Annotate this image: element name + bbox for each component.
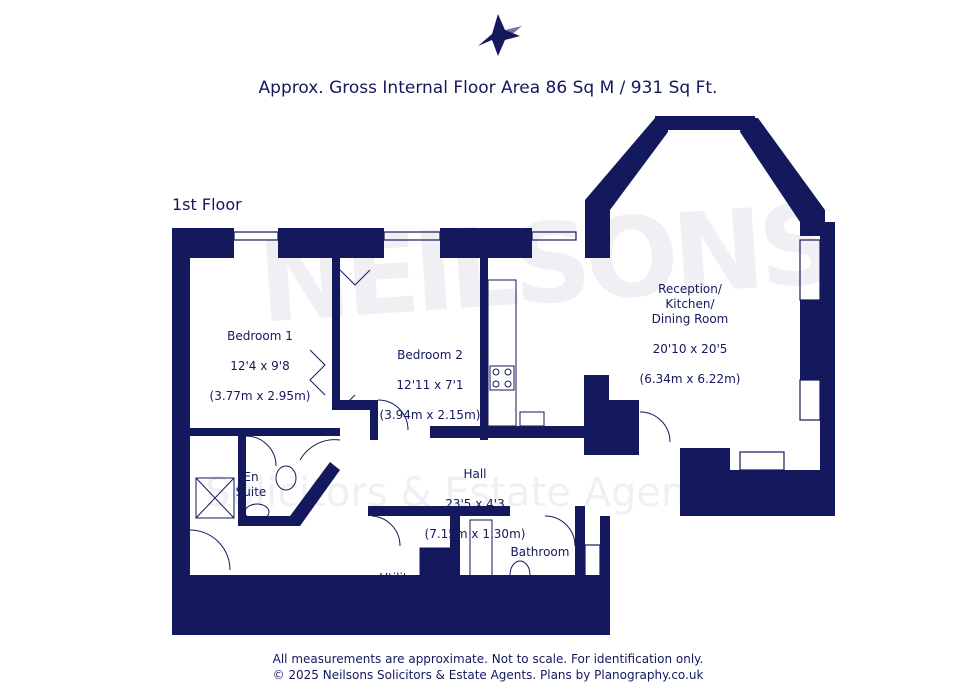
floor-label: 1st Floor [172,195,242,214]
fixtures [189,269,671,617]
room-bedroom2: Bedroom 2 12'11 x 7'1 (3.94m x 2.15m) [375,333,485,438]
room-ensuite: En Suite [235,470,267,499]
room-name: Hall [463,467,487,481]
compass-icon [478,14,522,56]
room-imperial: 12'11 x 7'1 [396,378,464,392]
room-metric: (3.94m x 2.15m) [379,408,481,422]
room-metric: (6.34m x 6.22m) [639,372,741,386]
room-name: Bedroom 1 [227,329,293,343]
room-bathroom: Bathroom [510,545,570,559]
room-imperial: 12'4 x 9'8 [230,359,290,373]
room-name: Bedroom 2 [397,348,463,362]
walls [172,116,835,635]
room-hall: Hall 23'5 x 4'3 (7.15m x 1.30m) [420,452,530,557]
room-reception: Reception/ Kitchen/ Dining Room 20'10 x … [635,267,745,402]
windows [233,119,821,586]
copyright: © 2025 Neilsons Solicitors & Estate Agen… [272,668,704,682]
footer: All measurements are approximate. Not to… [0,651,976,683]
room-bedroom1: Bedroom 1 12'4 x 9'8 (3.77m x 2.95m) [205,314,315,419]
room-imperial: 20'10 x 20'5 [652,342,728,356]
room-metric: (3.77m x 2.95m) [209,389,311,403]
room-metric: (7.15m x 1.30m) [424,527,526,541]
room-utility: Utility [379,571,415,585]
floor-area-title: Approx. Gross Internal Floor Area 86 Sq … [258,78,718,98]
disclaimer: All measurements are approximate. Not to… [272,652,704,666]
room-name: Reception/ Kitchen/ Dining Room [651,282,729,326]
room-imperial: 23'5 x 4'3 [445,497,505,511]
